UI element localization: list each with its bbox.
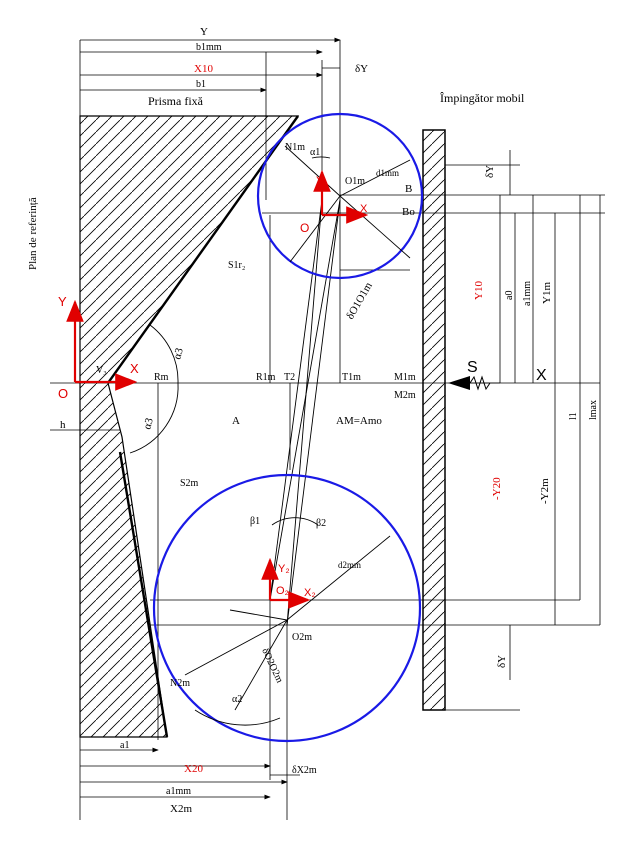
dim-x10: X10 xyxy=(194,63,213,75)
label-point-a: A xyxy=(232,415,240,427)
label-force-s: S xyxy=(467,359,478,376)
dim-lmax: lmax xyxy=(588,400,599,420)
dim-a1: a1 xyxy=(120,740,129,751)
label-d1: d1mm xyxy=(376,168,399,178)
label-origin: O xyxy=(58,386,68,401)
label-doo2: δO2O2m xyxy=(259,647,285,685)
connecting-rods xyxy=(269,199,341,626)
label-alpha1: α1 xyxy=(310,147,320,158)
fixed-prism xyxy=(79,115,300,738)
dim-a0: a0 xyxy=(504,291,515,300)
dim-b1: b1 xyxy=(196,79,206,90)
top-dimension-lines xyxy=(50,37,601,800)
label-t1: T1m xyxy=(342,372,361,383)
dim-y1max: Y1m xyxy=(541,282,553,304)
label-o2m: O2m xyxy=(292,632,312,643)
label-alpha3-up: α3 xyxy=(171,346,186,360)
label-beta2: β2 xyxy=(316,518,326,529)
dim-y20: -Y20 xyxy=(491,477,503,500)
dim-dx2: δX2m xyxy=(292,765,317,776)
dim-y10: Y10 xyxy=(473,281,485,300)
label-n1: N1m xyxy=(285,142,305,153)
label-h: h xyxy=(60,419,66,431)
label-axis-y: Y xyxy=(58,294,67,309)
label-r1: R1m xyxy=(256,372,276,383)
label-v: V₃ xyxy=(96,365,107,376)
construction-lines xyxy=(50,40,605,820)
dim-bmm: a1mm xyxy=(522,281,533,306)
label-d2: d2mm xyxy=(338,560,361,570)
label-o1: O xyxy=(300,221,309,235)
mobile-pusher xyxy=(422,129,446,711)
dim-blmm: b1mm xyxy=(196,42,222,53)
label-m1: M1m xyxy=(394,372,416,383)
upper-roller-circle xyxy=(256,112,424,280)
angle-arcs xyxy=(129,156,331,726)
label-axis-x: X xyxy=(130,361,139,376)
label-x-right: X xyxy=(536,367,547,384)
force-arrow xyxy=(448,376,470,390)
lower-roller-circle xyxy=(152,473,422,743)
label-t2: T2 xyxy=(284,372,295,383)
dim-ymax: Y xyxy=(200,26,208,38)
label-doo1: δO1O1m xyxy=(344,280,375,322)
label-s2: S2m xyxy=(180,478,199,489)
label-o2: O₂ xyxy=(276,585,289,597)
dim-x20: X20 xyxy=(184,763,203,775)
label-impingator: Împingător mobil xyxy=(440,91,525,105)
label-n2: N2m xyxy=(170,678,190,689)
label-m2: M2m xyxy=(394,390,416,401)
label-x2: X₂ xyxy=(304,587,316,599)
spring-symbol xyxy=(469,375,491,391)
radius-lines xyxy=(184,145,411,711)
dim-dy: δY xyxy=(355,63,368,75)
label-y2: Y₂ xyxy=(278,563,290,575)
label-s1: S1r₂ xyxy=(228,260,245,271)
dim-x2max: X2m xyxy=(170,803,192,815)
label-y1: Y xyxy=(316,175,324,187)
label-x1: X xyxy=(360,203,368,215)
label-alpha3-down: α3 xyxy=(141,416,156,430)
label-r2: Rm xyxy=(154,372,169,383)
label-am-eq: AM=Amo xyxy=(336,415,382,427)
label-beta1: β1 xyxy=(250,516,260,527)
label-o1m: O1m xyxy=(345,176,365,187)
dim-l1: l1 xyxy=(568,412,579,420)
label-plan-referinta: Plan de referință xyxy=(27,197,39,270)
label-alpha2: α2 xyxy=(232,694,242,705)
dim-a1mm: a1mm xyxy=(166,786,191,797)
dim-dy2: δY xyxy=(496,655,508,668)
label-prisma-fixa: Prisma fixă xyxy=(148,94,204,108)
prism-wedge-lower xyxy=(118,451,169,738)
dim-y2max: -Y2m xyxy=(539,478,551,504)
dim-dy1: δY xyxy=(484,165,496,178)
label-point-b: B xyxy=(405,183,412,195)
main-axes xyxy=(66,169,369,609)
label-point-bo: Bo xyxy=(402,206,415,218)
